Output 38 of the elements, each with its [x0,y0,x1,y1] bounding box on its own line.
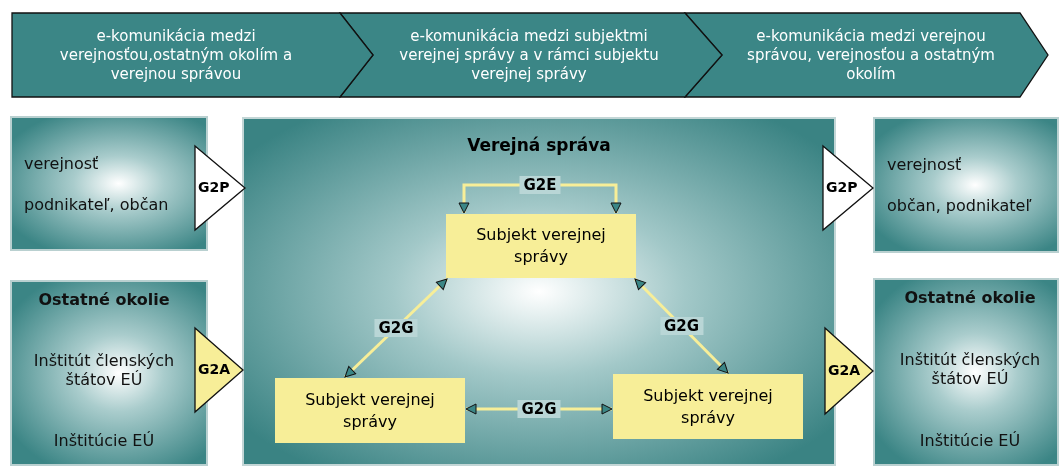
box-text: verejnosť [24,153,99,173]
box-text: verejnosť [887,155,962,174]
arrow-triangle [195,146,245,230]
box-text: občan, podnikateľ [887,196,1032,215]
edge-label: G2E [519,176,561,194]
banner-text: e-komunikácia medzi subjektmi verejnej správy a v rámci subjektu verejnej správy [398,26,660,84]
arrow-triangle [823,146,873,230]
triangle-label: G2A [828,362,861,378]
box-text: Inštitút členských štátov EÚ [898,350,1042,388]
stage-banner [340,13,722,97]
connector-arrow [343,277,449,379]
process-box [275,378,465,443]
box-heading: Ostatné okolie [38,290,170,309]
group-box [873,278,1059,466]
triangle-label: G2P [198,179,230,195]
box-text: Subjekt verejnej správy [304,388,436,433]
stage-banner [12,13,373,97]
box-text: Subjekt verejnej správy [642,384,774,429]
triangle-label: G2P [826,179,858,195]
edge-label: G2G [659,317,704,335]
triangle-label: G2A [198,361,231,377]
process-box [446,214,636,278]
process-box [613,374,803,439]
edge-label: G2G [374,319,418,337]
box-text: Inštitút členských štátov EÚ [32,351,176,389]
box-text: Subjekt verejnej správy [475,224,607,268]
box-heading: Verejná správa [466,135,612,155]
box-text: Inštitúcie EÚ [919,431,1021,450]
arrow-triangle [825,328,873,414]
edge-label: G2G [517,400,561,418]
box-text: podnikateľ, občan [24,194,169,214]
arrow-triangle [195,328,243,412]
group-box [873,117,1059,253]
banner-text: e-komunikácia medzi verejnou správou, verejnosťou a ostatným okolím [746,26,996,84]
box-heading: Ostatné okolie [904,288,1036,307]
stage-banner [685,13,1048,97]
box-text: Inštitúcie EÚ [53,431,155,450]
banner-text: e-komunikácia medzi verejnosťou,ostatným okolím a verejnou správou [58,26,294,84]
